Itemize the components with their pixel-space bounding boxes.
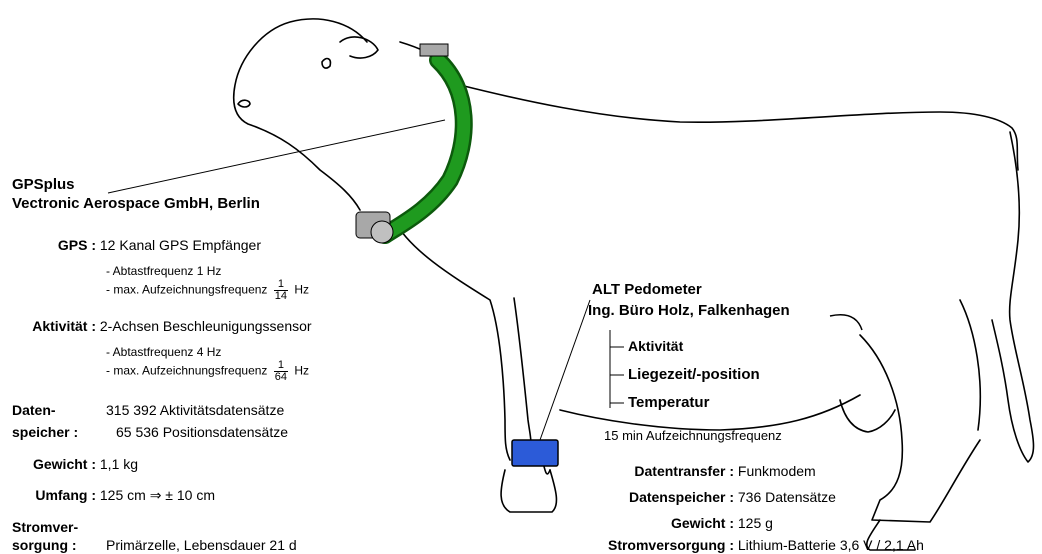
girth-value: 125 cm ⇒ ± 10 cm: [100, 487, 215, 503]
pedometer-device: [512, 440, 558, 466]
storage-value-1: 315 392 Aktivitätsdatensätze: [106, 402, 284, 418]
pedometer-maker: Ing. Büro Holz, Falkenhagen: [588, 302, 790, 319]
ped-weight-row: Gewicht : 125 g: [560, 515, 773, 531]
girth-row: Umfang : 125 cm ⇒ ± 10 cm: [12, 487, 215, 504]
storage-label-1: Daten-: [12, 402, 56, 418]
ped-power-row: Stromversorgung : Lithium-Batterie 3,6 V…: [560, 537, 924, 553]
activity-value: 2-Achsen Beschleunigungssensor: [100, 318, 312, 334]
power-value: Primärzelle, Lebensdauer 21 d: [106, 537, 297, 553]
cow-belly-outline: [560, 395, 860, 430]
activity-row: Aktivität : 2-Achsen Beschleunigungssens…: [12, 318, 312, 334]
pedometer-measure-temperature: Temperatur: [628, 394, 709, 411]
ped-weight-label: Gewicht :: [560, 515, 734, 531]
cow-chest-outline: [394, 220, 510, 460]
cow-front-hoof: [501, 470, 556, 512]
weight-label: Gewicht :: [12, 456, 96, 472]
girth-label: Umfang :: [12, 487, 96, 503]
storage-value-2: 65 536 Positionsdatensätze: [116, 424, 288, 440]
activity-label: Aktivität :: [12, 318, 96, 334]
transfer-row: Datentransfer : Funkmodem: [560, 463, 816, 479]
pedometer-frequency: 15 min Aufzeichnungsfrequenz: [604, 428, 782, 443]
collar-title: GPSplus: [12, 176, 75, 193]
weight-row: Gewicht : 1,1 kg: [12, 456, 138, 472]
cow-ear-outline: [340, 37, 378, 58]
power-label-2: sorgung :: [12, 537, 77, 553]
transfer-value: Funkmodem: [738, 463, 816, 479]
storage-label-2: speicher :: [12, 424, 78, 440]
cow-eye: [238, 100, 250, 107]
gps-value: 12 Kanal GPS Empfänger: [100, 237, 261, 253]
ped-storage-value: 736 Datensätze: [738, 489, 836, 505]
pedometer-measure-activity: Aktivität: [628, 338, 683, 354]
cow-tail-outline: [992, 132, 1034, 462]
ped-power-label: Stromversorgung :: [560, 537, 734, 553]
ped-storage-label: Datenspeicher :: [560, 489, 734, 505]
collar-leader-line: [108, 120, 445, 193]
gps-antenna-device: [420, 44, 448, 56]
gps-row: GPS : 12 Kanal GPS Empfänger: [12, 237, 261, 253]
pedometer-measure-lying: Liegezeit/-position: [628, 366, 760, 383]
gps-battery-device: [356, 212, 393, 243]
ped-power-value: Lithium-Batterie 3,6 V / 2,1 Ah: [738, 537, 924, 553]
gps-label: GPS :: [12, 237, 96, 253]
pedometer-leader-line: [540, 300, 590, 440]
pedometer-title: ALT Pedometer: [592, 281, 702, 298]
ped-storage-row: Datenspeicher : 736 Datensätze: [560, 489, 836, 505]
collar-maker: Vectronic Aerospace GmbH, Berlin: [12, 195, 260, 212]
gps-sample-rate: - Abtastfrequenz 1 Hz: [106, 264, 221, 278]
cow-back-outline: [460, 85, 1018, 170]
cow-nostril: [322, 59, 330, 69]
cow-head-outline: [234, 19, 367, 210]
transfer-label: Datentransfer :: [560, 463, 734, 479]
power-label-1: Stromver-: [12, 519, 78, 535]
ped-weight-value: 125 g: [738, 515, 773, 531]
weight-value: 1,1 kg: [100, 456, 138, 472]
activity-sample-rate: - Abtastfrequenz 4 Hz: [106, 345, 221, 359]
